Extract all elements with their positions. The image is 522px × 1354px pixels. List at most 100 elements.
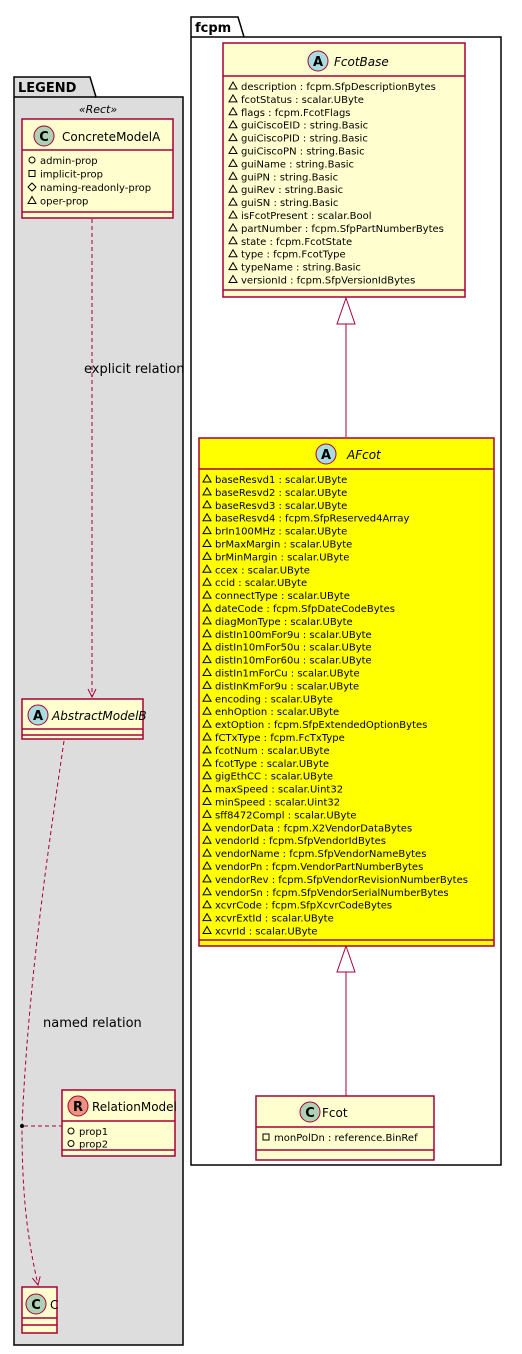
class-attribute: distIn10mFor60u : scalar.UByte [215, 656, 372, 667]
class-icon: C [39, 130, 49, 145]
package-visibility-icon [202, 822, 212, 831]
package-visibility-icon [202, 860, 212, 870]
class-attribute: baseResvd3 : scalar.UByte [215, 501, 347, 512]
class-attributes: admin-propimplicit-propnaming-readonly-p… [27, 156, 151, 208]
class-attribute: vendorRev : fcpm.SfpVendorRevisionNumber… [215, 875, 468, 886]
class-attribute: fcotType : scalar.UByte [215, 759, 329, 770]
legend-relations: explicit relation named relation [20, 219, 184, 1285]
class-attribute: brMinMargin : scalar.UByte [215, 552, 349, 563]
package-visibility-icon [27, 195, 37, 204]
class-attribute: baseResvd2 : scalar.UByte [215, 488, 347, 499]
package-visibility-icon [202, 899, 212, 909]
package-visibility-icon [202, 706, 212, 715]
class-attribute: vendorData : fcpm.X2VendorDataBytes [215, 823, 412, 834]
class-attribute: vendorId : fcpm.SfpVendorIdBytes [215, 836, 386, 847]
package-visibility-icon [202, 564, 212, 573]
class-name: AFcot [346, 448, 382, 462]
class-attribute: minSpeed : scalar.Uint32 [215, 798, 340, 809]
class-name: AbstractModelB [51, 709, 147, 723]
class-attribute: vendorName : fcpm.SfpVendorNameBytes [215, 849, 426, 860]
package-visibility-icon [202, 680, 212, 689]
package-visibility-icon [202, 835, 212, 844]
class-attribute: gigEthCC : scalar.UByte [215, 772, 333, 783]
class-fcot: C Fcot monPolDn : reference.BinRef [255, 1095, 435, 1161]
class-icon: C [31, 1298, 41, 1313]
package-visibility-icon [202, 538, 212, 547]
class-name: RelationModel [92, 1100, 177, 1114]
package-visibility-icon [202, 744, 212, 754]
class-attribute: guiPN : string.Basic [241, 172, 338, 183]
private-visibility-icon [262, 1133, 270, 1141]
package-visibility-icon [228, 209, 238, 219]
package-visibility-icon [202, 577, 212, 586]
class-attribute: guiCiscoPID : string.Basic [241, 134, 368, 145]
public-visibility-icon [67, 1140, 75, 1147]
package-visibility-icon [228, 158, 238, 167]
class-attribute: naming-readonly-prop [40, 183, 151, 194]
class-attribute: isFcotPresent : scalar.Bool [241, 211, 372, 222]
class-attribute: baseResvd1 : scalar.UByte [215, 475, 347, 486]
private-visibility-icon [28, 170, 36, 177]
public-visibility-icon [28, 156, 36, 164]
class-attribute: implicit-prop [40, 170, 103, 181]
package-visibility-icon [228, 132, 238, 142]
package-visibility-icon [228, 261, 238, 271]
class-icon: C [305, 1106, 315, 1121]
package-visibility-icon [228, 119, 238, 129]
class-attribute: vendorSn : fcpm.SfpVendorSerialNumberByt… [215, 888, 449, 899]
package-visibility-icon [228, 274, 238, 283]
package-visibility-icon [202, 809, 212, 818]
package-visibility-icon [202, 925, 212, 934]
package-visibility-icon [202, 512, 212, 522]
legend-title: LEGEND [18, 81, 77, 96]
package-visibility-icon [228, 197, 238, 206]
class-attribute: xcvrId : scalar.UByte [215, 927, 318, 938]
class-attribute: guiRev : string.Basic [241, 185, 343, 196]
package-visibility-icon [228, 171, 238, 180]
class-abstract-model-b: A AbstractModelB [21, 698, 147, 740]
named-relation-edge [21, 740, 65, 1285]
package-visibility-icon [202, 667, 212, 676]
named-relation-label: named relation [43, 1016, 142, 1031]
legend-stereotype: «Rect» [79, 103, 118, 116]
class-attributes: monPolDn : reference.BinRef [262, 1133, 418, 1144]
class-attribute: ccid : scalar.UByte [215, 578, 307, 589]
class-attribute: distIn10mFor50u : scalar.UByte [215, 643, 372, 654]
class-attribute: guiCiscoPN : string.Basic [241, 147, 365, 158]
package-visibility-icon [202, 731, 212, 741]
class-attribute: maxSpeed : scalar.Uint32 [215, 785, 343, 796]
package-visibility-icon [228, 184, 238, 193]
package-visibility-icon [202, 719, 212, 728]
inheritance-arrowhead-icon [336, 296, 356, 325]
package-visibility-icon [202, 757, 212, 767]
class-attribute: distInKmFor9u : scalar.UByte [215, 681, 359, 692]
class-attribute: fCTxType : fcpm.FcTxType [215, 733, 345, 744]
class-fcot-base: A FcotBase description : fcpm.SfpDescrip… [222, 42, 466, 298]
package-visibility-icon [202, 525, 212, 535]
class-concrete-model-a: C ConcreteModelA admin-propimplicit-prop… [21, 118, 174, 219]
package-visibility-icon [228, 80, 238, 90]
class-attribute: brIn100MHz : scalar.UByte [215, 527, 347, 538]
fcpm-relations [336, 296, 356, 1096]
class-attribute: distIn100mFor9u : scalar.UByte [215, 630, 372, 641]
package-visibility-icon [228, 248, 238, 258]
class-attribute: state : fcpm.FcotState [241, 237, 352, 248]
package-visibility-icon [228, 145, 238, 154]
class-attributes: baseResvd1 : scalar.UByte baseResvd2 : sc… [202, 473, 468, 938]
class-attribute: xcvrExtId : scalar.UByte [215, 914, 334, 925]
association-dot [20, 1124, 24, 1128]
package-visibility-icon [202, 602, 212, 612]
class-attribute: prop2 [79, 1140, 108, 1151]
class-attribute: versionId : fcpm.SfpVersionIdBytes [241, 276, 415, 287]
protected-visibility-icon [27, 182, 37, 192]
package-visibility-icon [202, 693, 212, 702]
package-visibility-icon [228, 106, 238, 116]
explicit-relation-label: explicit relation [84, 362, 184, 377]
class-attribute: flags : fcpm.FcotFlags [241, 108, 351, 119]
class-attribute: fcotStatus : scalar.UByte [241, 95, 364, 106]
package-visibility-icon [228, 93, 238, 103]
class-attributes: description : fcpm.SfpDescriptionBytesfc… [228, 80, 444, 287]
class-name: C [50, 1298, 58, 1312]
